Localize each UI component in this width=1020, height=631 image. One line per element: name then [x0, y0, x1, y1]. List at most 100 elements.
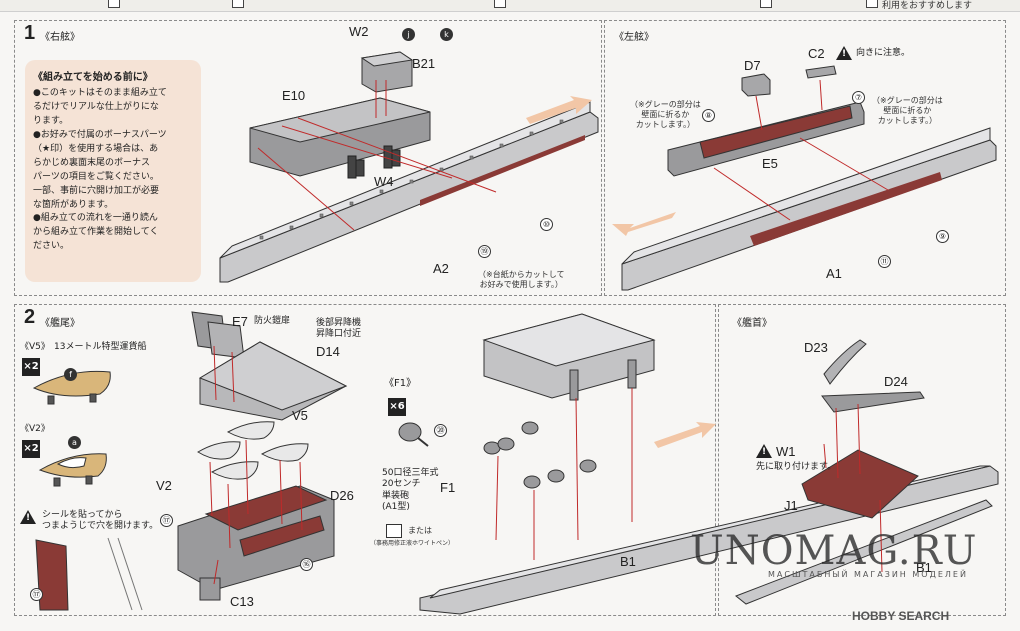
- label-d23: D23: [804, 340, 828, 355]
- sticker-note-line: シールを貼ってから: [42, 510, 123, 520]
- note-line: （★印）を使用する場合は、あ: [33, 143, 159, 154]
- label-w2: W2: [349, 24, 369, 39]
- warning-icon: [20, 510, 36, 524]
- direction-arrow: [526, 96, 592, 124]
- label-b1: B1: [620, 554, 636, 569]
- pen-note: （事務用修正液ホワイトペン）: [370, 540, 455, 547]
- label-v2: V2: [156, 478, 172, 493]
- boats-v5: [226, 421, 309, 462]
- sticker-part: [35, 537, 143, 611]
- direction-arrow: [612, 212, 676, 236]
- gun-turrets: [483, 421, 597, 489]
- cut-note-line: 壁面に折るか: [641, 110, 690, 119]
- circle-9: ⑨: [936, 230, 949, 243]
- circle-19: ⑲: [478, 245, 491, 258]
- part-e10: [249, 97, 431, 177]
- note-line: らかじめ裏面末尾のボーナス: [33, 157, 151, 168]
- or-text: または: [408, 526, 432, 535]
- boats-v2: [197, 441, 259, 480]
- v2-title: 《V2》: [20, 424, 50, 434]
- part-d7: [741, 73, 771, 97]
- circle-11: ⑪: [878, 255, 891, 268]
- cut-note-line: カットします。）: [635, 120, 695, 129]
- note-line: パーツの項目をご覧ください。: [33, 171, 159, 182]
- cut-note-line: カットします。）: [877, 116, 937, 125]
- note-title: 《組み立てを始める前に》: [33, 72, 153, 83]
- circle-a: a: [68, 436, 81, 449]
- note-line: ●お好みで付属のボーナスパーツ: [33, 129, 167, 140]
- step-title-bow: 《艦首》: [732, 318, 772, 329]
- part-c13: [199, 577, 221, 601]
- a2-note-line: お好みで使用します。）: [479, 280, 563, 289]
- note-line: るだけでリアルな仕上がりにな: [33, 101, 159, 112]
- step1-panel-left: [604, 20, 1006, 296]
- watermark-sub: МАСШТАБНЫЙ МАГАЗИН МОДЕЛЕЙ: [768, 570, 968, 579]
- circle-j: j: [402, 28, 415, 41]
- d14-desc-line: 昇降口付近: [316, 329, 362, 340]
- cut-note-right: （※グレーの部分は 壁面に折るか カットします。）: [872, 96, 943, 126]
- part-d24: [821, 391, 925, 413]
- superstructure: [482, 313, 656, 401]
- part-c2: [805, 65, 837, 79]
- label-w4: W4: [374, 174, 394, 189]
- cut-note-line: （※グレーの部分は: [872, 96, 943, 105]
- circle-20: ⑳: [434, 424, 447, 437]
- qty-badge: ×2: [22, 440, 40, 458]
- label-b21: B21: [412, 56, 436, 71]
- hull-a2: [219, 101, 599, 283]
- cut-note-line: （※グレーの部分は: [630, 100, 701, 109]
- note-line: 一部、事前に穴開け加工が必要: [33, 185, 160, 196]
- boat-v2-illustration: [38, 453, 107, 487]
- label-d14: D14: [316, 344, 340, 359]
- warning-icon: [836, 46, 852, 60]
- a2-note: （※台紙からカットして お好みで使用します。）: [478, 270, 564, 290]
- hull-b1-bow: [735, 499, 993, 605]
- direction-arrow: [654, 422, 716, 448]
- before-assembly-note: 《組み立てを始める前に》 ●このキットはそのまま組み立て るだけでリアルな仕上が…: [25, 60, 201, 282]
- label-e10: E10: [282, 88, 306, 103]
- label-d7: D7: [744, 58, 761, 73]
- part-d23: [823, 339, 867, 385]
- cut-note-left: （※グレーの部分は 壁面に折るか カットします。）: [630, 100, 701, 130]
- qty-badge: ×6: [388, 398, 406, 416]
- step1-panel-right: [14, 20, 602, 296]
- step-title: 《右舷》: [40, 32, 80, 43]
- part-w4: [347, 145, 401, 179]
- part-d26: [177, 485, 335, 591]
- gun-f1-detail: [398, 422, 429, 447]
- bow-panel: [718, 304, 1006, 616]
- step2-panel: [14, 304, 716, 616]
- gun-desc-line: 単装砲: [382, 490, 410, 501]
- c2-note: 向きに注意。: [856, 48, 911, 58]
- circle-7: ⑦: [852, 91, 865, 104]
- e7-desc: 防火鎧扉: [254, 316, 291, 326]
- gun-desc-line: 20センチ: [382, 479, 421, 490]
- step-icon: [760, 0, 772, 8]
- note-line: から組み立て作業を開始してく: [33, 227, 159, 238]
- part-j1: [801, 449, 919, 519]
- step-icon: [866, 0, 878, 8]
- step-number: 1: [24, 22, 36, 44]
- note-line: ります。: [33, 115, 69, 126]
- f1-title: 《F1》: [384, 378, 417, 389]
- step-icon: [494, 0, 506, 8]
- hobby-search-logo: HOBBY SEARCH: [852, 609, 950, 623]
- label-c2: C2: [808, 46, 825, 61]
- v5-desc: 13メートル特型運貨船: [54, 342, 147, 352]
- sticker-note-line: つまようじで穴を開けます。: [42, 521, 159, 532]
- w1-note: 先に取り付けます。: [756, 462, 837, 472]
- qty-badge: ×2: [22, 358, 40, 376]
- gun-desc-line: 50口径三年式: [382, 468, 439, 478]
- d14-desc: 後部昇降機 昇降口付近: [316, 318, 361, 341]
- warning-icon: [756, 444, 772, 458]
- circle-17: ⑰: [30, 588, 43, 601]
- part-d14: [198, 341, 348, 421]
- sticker-note: シールを貼ってから つまようじで穴を開けます。: [42, 510, 158, 533]
- label-c13: C13: [230, 594, 254, 609]
- note-line: ださい。: [33, 241, 70, 252]
- gun-desc-line: (A1型): [382, 501, 410, 512]
- watermark: UNOMAG.RU: [690, 528, 978, 574]
- step-number: 2: [24, 306, 36, 328]
- circle-k: k: [440, 28, 453, 41]
